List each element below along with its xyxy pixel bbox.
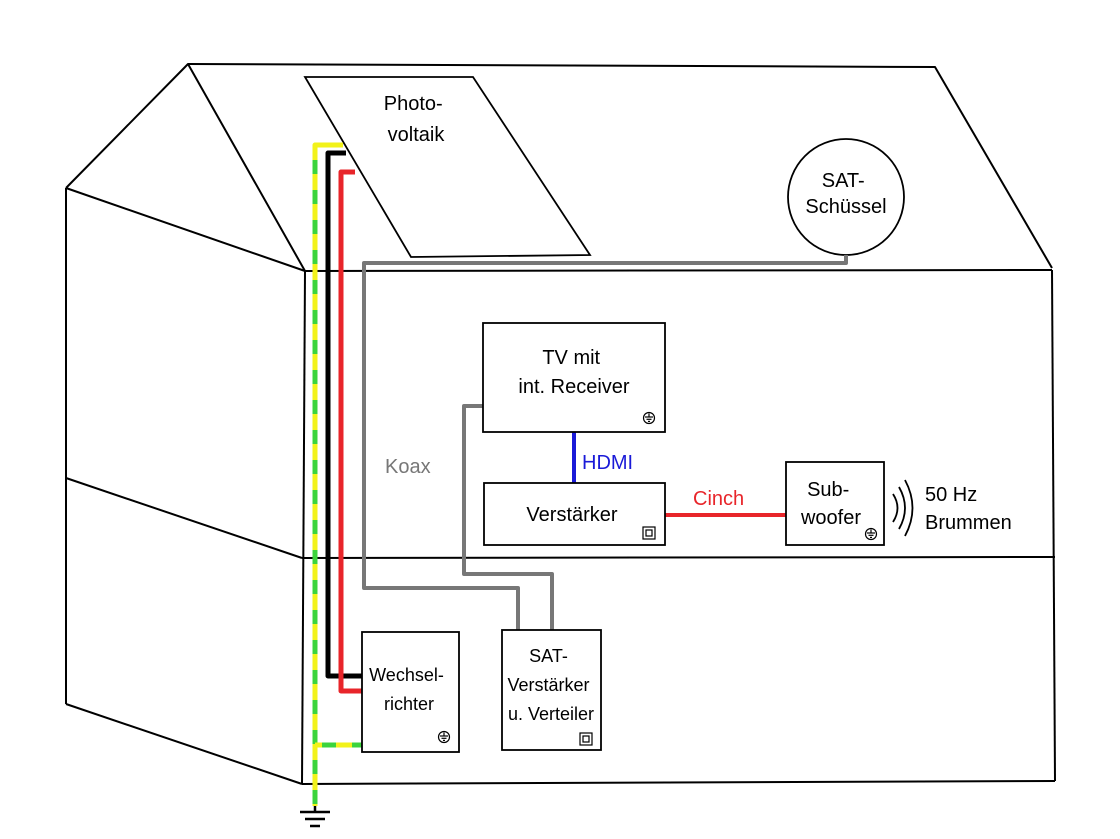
sat-amplifier-label: SAT- Verstärker u. Verteiler <box>507 646 594 724</box>
koax-cable-tv <box>462 404 554 630</box>
photovoltaik-label: Photo- voltaik <box>384 93 449 146</box>
left-roof-gable <box>65 63 306 272</box>
sat-dish: SAT- Schüssel <box>787 138 905 256</box>
photovoltaik-panel: Photo- voltaik <box>303 76 592 258</box>
amplifier-label: Verstärker <box>526 504 617 526</box>
hdmi-label: HDMI <box>582 452 633 474</box>
floor-line-side <box>65 477 303 559</box>
protective-earth-symbol <box>437 730 451 744</box>
hum-label: 50 Hz Brummen <box>925 484 1012 534</box>
cinch-label: Cinch <box>693 488 744 510</box>
inverter-box: Wechsel- richter <box>361 631 460 753</box>
ground-line-front <box>301 780 1056 785</box>
protective-earth-symbol <box>642 411 656 425</box>
sat-dish-label: SAT- Schüssel <box>805 170 886 218</box>
left-wall-corner <box>301 270 306 785</box>
floor-line-front <box>301 556 1056 559</box>
ground-line-side <box>65 703 303 785</box>
koax-label: Koax <box>385 456 431 478</box>
inverter-label: Wechsel- richter <box>369 665 449 714</box>
house-outline <box>65 63 1056 785</box>
earth-symbol <box>300 806 330 828</box>
subwoofer-label: Sub- woofer <box>800 479 861 529</box>
roof-eave <box>304 269 1053 272</box>
sound-waves-icon <box>892 479 914 537</box>
amplifier-box: Verstärker <box>483 482 666 546</box>
pv-positive-cable <box>338 169 362 694</box>
subwoofer-box: Sub- woofer <box>785 461 885 546</box>
sat-amplifier-box: SAT- Verstärker u. Verteiler <box>501 629 602 751</box>
double-insulation-symbol <box>579 732 593 746</box>
double-insulation-symbol <box>642 526 656 540</box>
protective-earth-symbol <box>864 527 878 541</box>
tv-box: TV mit int. Receiver <box>482 322 666 433</box>
ground-wire <box>312 142 362 806</box>
right-wall <box>1051 269 1056 782</box>
koax-cable-main <box>362 255 848 630</box>
photovoltaik-panel-shape <box>303 76 592 258</box>
eave-side <box>65 187 306 272</box>
roof-ridge <box>187 63 1053 269</box>
tv-label: TV mit int. Receiver <box>518 347 629 398</box>
pv-negative-cable <box>325 150 362 679</box>
